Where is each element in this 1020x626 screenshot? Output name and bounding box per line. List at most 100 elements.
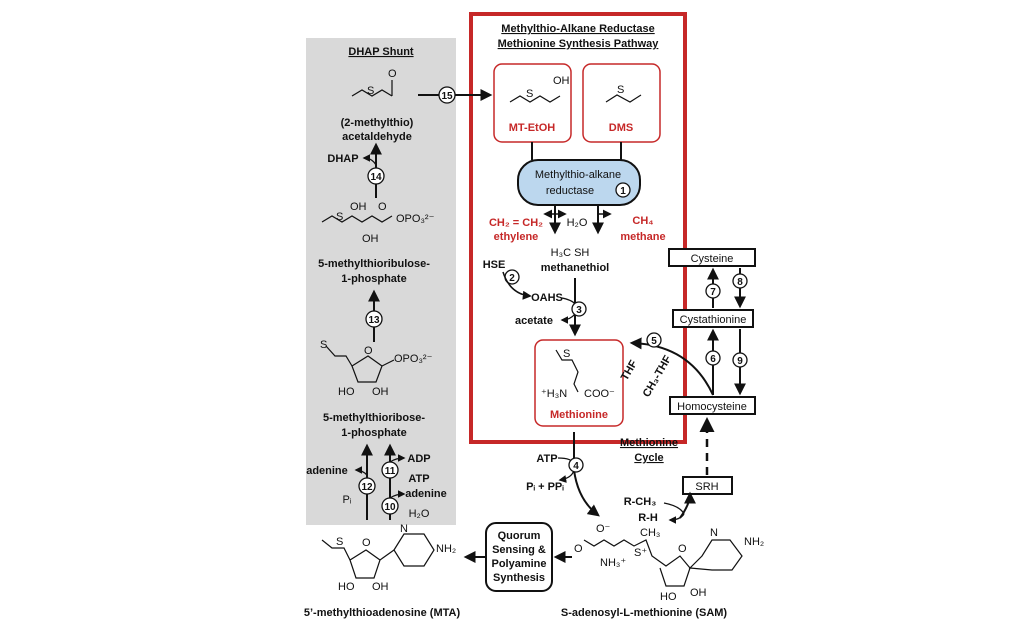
step-6: 6: [710, 354, 716, 365]
oahs-label: OAHS: [531, 292, 563, 304]
water-label: H₂O: [567, 217, 588, 229]
methionine-coo: COO⁻: [584, 388, 615, 400]
pathway-frame: [469, 12, 687, 444]
mt-etoh-label: MT-EtOH: [509, 122, 555, 134]
ch3-thf-label: CH₃-THF: [641, 353, 675, 399]
aldehyde-name-line1: (2-methylthio): [341, 117, 414, 129]
step-4: 4: [573, 461, 579, 472]
step-10: 10: [384, 502, 396, 513]
methionine-s: S: [563, 348, 570, 360]
mta-s: S: [336, 536, 343, 548]
methanethiol-formula: H₃C SH: [551, 247, 590, 259]
adenine-left: adenine: [306, 465, 348, 477]
step-2: 2: [509, 273, 515, 284]
step-9: 9: [737, 356, 743, 367]
r-h-label: R-H: [638, 512, 658, 524]
mta-nh2: NH₂: [436, 543, 456, 555]
dms-structure: [605, 94, 642, 103]
sam-structure: O⁻ O NH₃⁺ S⁺ CH₃ O N NH₂ HO OH: [574, 523, 764, 603]
enzyme-label-line1: Methylthio-alkane: [535, 169, 621, 181]
methane-label: methane: [620, 231, 665, 243]
dhap-shunt-title: DHAP Shunt: [348, 46, 414, 58]
step-8: 8: [737, 277, 743, 288]
ribulose-name-line2: 1-phosphate: [341, 273, 406, 285]
methane-formula: CH₄: [632, 215, 653, 227]
sam-o: O: [574, 543, 583, 555]
mt-etoh-structure: [509, 95, 561, 103]
mt-etoh-s: S: [526, 88, 533, 100]
r-ch3-label: R-CH₃: [624, 496, 657, 508]
srh-label: SRH: [695, 481, 718, 493]
ribose-s: S: [320, 339, 327, 351]
step-7: 7: [710, 287, 716, 298]
sam-o-minus: O⁻: [596, 523, 611, 535]
dms-label: DMS: [609, 122, 633, 134]
step-13: 13: [368, 315, 380, 326]
ribose-oh: OH: [372, 386, 389, 398]
cysteine-box: [668, 248, 756, 267]
cycle-title-line2: Cycle: [634, 452, 663, 464]
ethylene-formula: CH₂ = CH₂: [489, 217, 543, 229]
sam-ho: HO: [660, 591, 677, 603]
qs-line1: Quorum: [498, 530, 541, 542]
sam-nh2: NH₂: [744, 536, 764, 548]
pi-ppi-label: Pᵢ + PPᵢ: [526, 481, 564, 493]
enzyme-box: [517, 159, 641, 206]
mta-oh: OH: [372, 581, 389, 593]
step-12: 12: [361, 482, 373, 493]
aldehyde-name-line2: acetaldehyde: [342, 131, 412, 143]
sam-nh3: NH₃⁺: [600, 557, 626, 569]
step-3: 3: [576, 305, 582, 316]
pi-label: Pᵢ: [342, 494, 351, 506]
qs-line3: Polyamine: [491, 558, 546, 570]
pathway-title-line2: Methionine Synthesis Pathway: [498, 38, 660, 50]
ribose-name-line2: 1-phosphate: [341, 427, 406, 439]
atp-label-2: ATP: [408, 473, 429, 485]
mta-o: O: [362, 537, 371, 549]
sam-ch3: CH₃: [640, 527, 660, 539]
acetate-label: acetate: [515, 315, 553, 327]
step-5: 5: [651, 336, 657, 347]
dhap-shunt-panel: [306, 38, 456, 525]
cysteine-label: Cysteine: [691, 253, 734, 265]
homocysteine-box: [669, 396, 756, 415]
cystathionine-label: Cystathionine: [680, 314, 747, 326]
dms-s: S: [617, 84, 624, 96]
aldehyde-s: S: [367, 85, 374, 97]
cystathionine-box: [672, 309, 754, 328]
aldehyde-structure: [351, 80, 393, 97]
methionine-h3n: ⁺H₃N: [541, 388, 567, 400]
ribulose-o: O: [378, 201, 387, 213]
ribose-ho: HO: [338, 386, 355, 398]
mta-label: 5’-methylthioadenosine (MTA): [304, 607, 461, 619]
srh-box: [682, 476, 733, 495]
ribose-opo3: OPO₃²⁻: [394, 353, 433, 365]
ribose-o: O: [364, 345, 373, 357]
ribose-name-line1: 5-methylthioribose-: [323, 412, 425, 424]
dhap-label: DHAP: [327, 153, 358, 165]
homocysteine-label: Homocysteine: [677, 401, 747, 413]
mta-n: N: [400, 523, 408, 535]
methanethiol-label: methanethiol: [541, 262, 609, 274]
sam-label: S-adenosyl-L-methionine (SAM): [561, 607, 728, 619]
ribulose-opo3: OPO₃²⁻: [396, 213, 435, 225]
cycle-title-line1: Methionine: [620, 437, 678, 449]
ribulose-name-line1: 5-methylthioribulose-: [318, 258, 430, 270]
enzyme-label-line2: reductase: [546, 185, 594, 197]
ethylene-label: ethylene: [494, 231, 539, 243]
atp-label: ATP: [536, 453, 557, 465]
aldehyde-o: O: [388, 68, 397, 80]
qs-line4: Synthesis: [493, 572, 545, 584]
step-11: 11: [385, 466, 396, 477]
step-15: 15: [441, 91, 453, 102]
methionine-box: [534, 339, 624, 427]
step-1: 1: [620, 186, 626, 197]
ribulose-s: S: [336, 211, 343, 223]
step-14: 14: [370, 172, 382, 183]
ribulose-oh1: OH: [350, 201, 367, 213]
mta-structure: S O N NH₂ HO OH: [321, 523, 456, 593]
adenine-right: adenine: [405, 488, 447, 500]
methionine-label: Methionine: [550, 409, 608, 421]
sam-oh: OH: [690, 587, 707, 599]
